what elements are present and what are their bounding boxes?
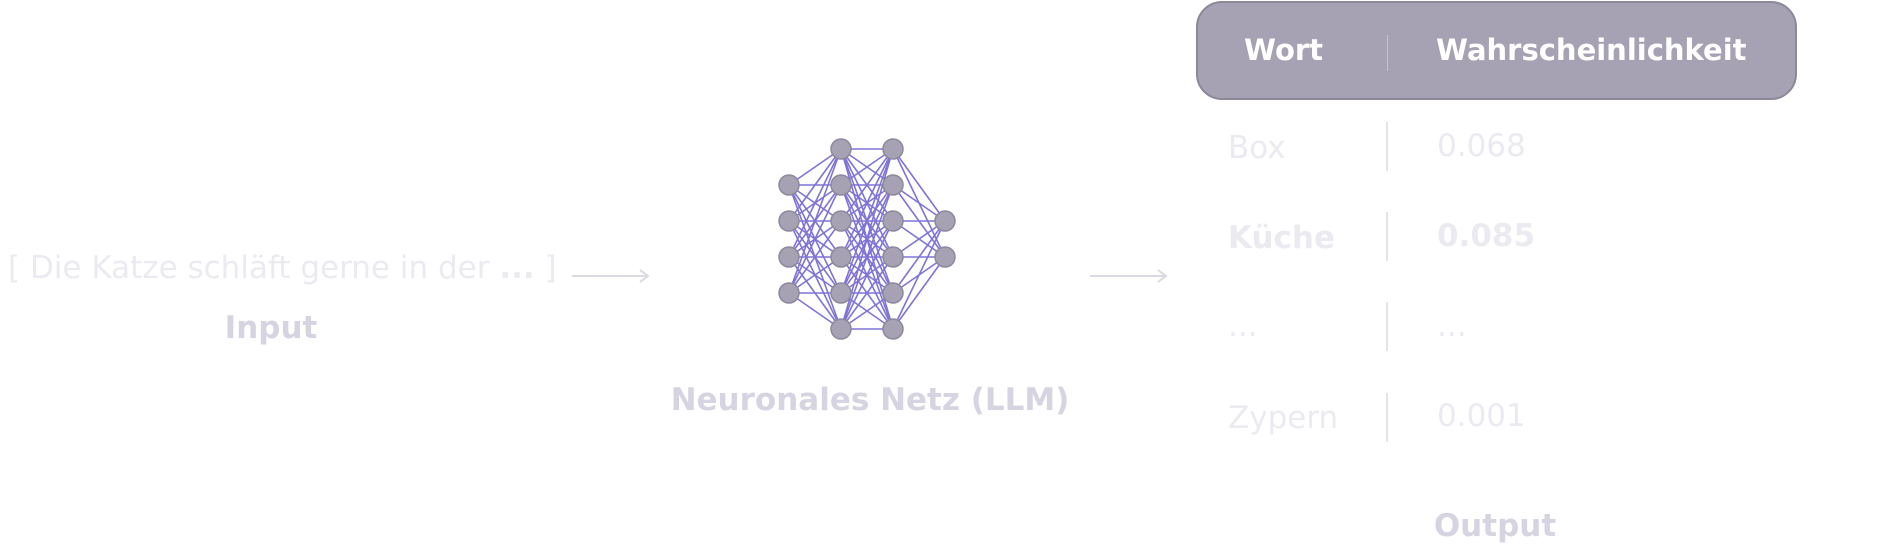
network-edge xyxy=(788,148,842,258)
network-node xyxy=(882,282,904,304)
row-probability: 0.085 xyxy=(1437,218,1536,254)
network-edge xyxy=(892,220,946,294)
network-node xyxy=(882,138,904,160)
output-label: Output xyxy=(1433,508,1557,544)
network-node xyxy=(778,246,800,268)
network-edge xyxy=(788,148,842,294)
neural-network-icon xyxy=(778,138,956,340)
row-word: ... xyxy=(1228,308,1258,344)
network-edge xyxy=(788,220,842,294)
row-divider xyxy=(1386,212,1388,261)
network-node xyxy=(830,138,852,160)
network-edge xyxy=(788,184,842,294)
network-edge xyxy=(892,220,946,330)
network-node xyxy=(882,318,904,340)
network-node xyxy=(830,318,852,340)
row-probability: ... xyxy=(1437,308,1467,344)
input-sentence-start: [ Die Katze schläft gerne in der xyxy=(8,250,500,286)
network-node xyxy=(778,174,800,196)
network-edge xyxy=(840,148,894,294)
arrow-input-to-network-icon xyxy=(572,269,650,283)
network-label: Neuronales Netz (LLM) xyxy=(670,382,1070,418)
network-node xyxy=(830,210,852,232)
output-table-header: Wort Wahrscheinlichkeit xyxy=(1196,1,1797,100)
row-divider xyxy=(1386,122,1388,171)
network-node xyxy=(830,174,852,196)
header-word: Wort xyxy=(1244,33,1324,67)
network-node xyxy=(778,210,800,232)
row-divider xyxy=(1386,393,1388,442)
input-sentence: [ Die Katze schläft gerne in der ... ] xyxy=(8,250,557,286)
arrow-network-to-output-icon xyxy=(1090,269,1168,283)
header-divider xyxy=(1387,35,1388,71)
row-divider xyxy=(1386,302,1388,351)
network-edge xyxy=(840,220,894,330)
network-node xyxy=(778,282,800,304)
network-nodes xyxy=(778,138,956,340)
network-edge xyxy=(892,148,946,222)
input-sentence-end: ] xyxy=(534,250,557,286)
header-probability: Wahrscheinlichkeit xyxy=(1436,33,1747,67)
network-node xyxy=(934,246,956,268)
network-node xyxy=(882,210,904,232)
network-edge xyxy=(840,256,894,330)
network-edge xyxy=(840,184,894,330)
network-edges xyxy=(788,148,946,330)
row-word: Küche xyxy=(1228,220,1336,256)
network-node xyxy=(934,210,956,232)
network-node xyxy=(882,246,904,268)
network-edge xyxy=(788,148,842,222)
network-node xyxy=(882,174,904,196)
row-probability: 0.068 xyxy=(1437,128,1526,164)
network-node xyxy=(830,282,852,304)
network-edge xyxy=(840,148,894,222)
network-edge xyxy=(892,256,946,330)
network-node xyxy=(830,246,852,268)
row-word: Zypern xyxy=(1228,400,1339,436)
row-word: Box xyxy=(1228,130,1286,166)
row-probability: 0.001 xyxy=(1437,398,1526,434)
input-label: Input xyxy=(224,310,318,346)
input-sentence-ellipsis: ... xyxy=(499,250,535,286)
network-edge xyxy=(840,148,894,258)
